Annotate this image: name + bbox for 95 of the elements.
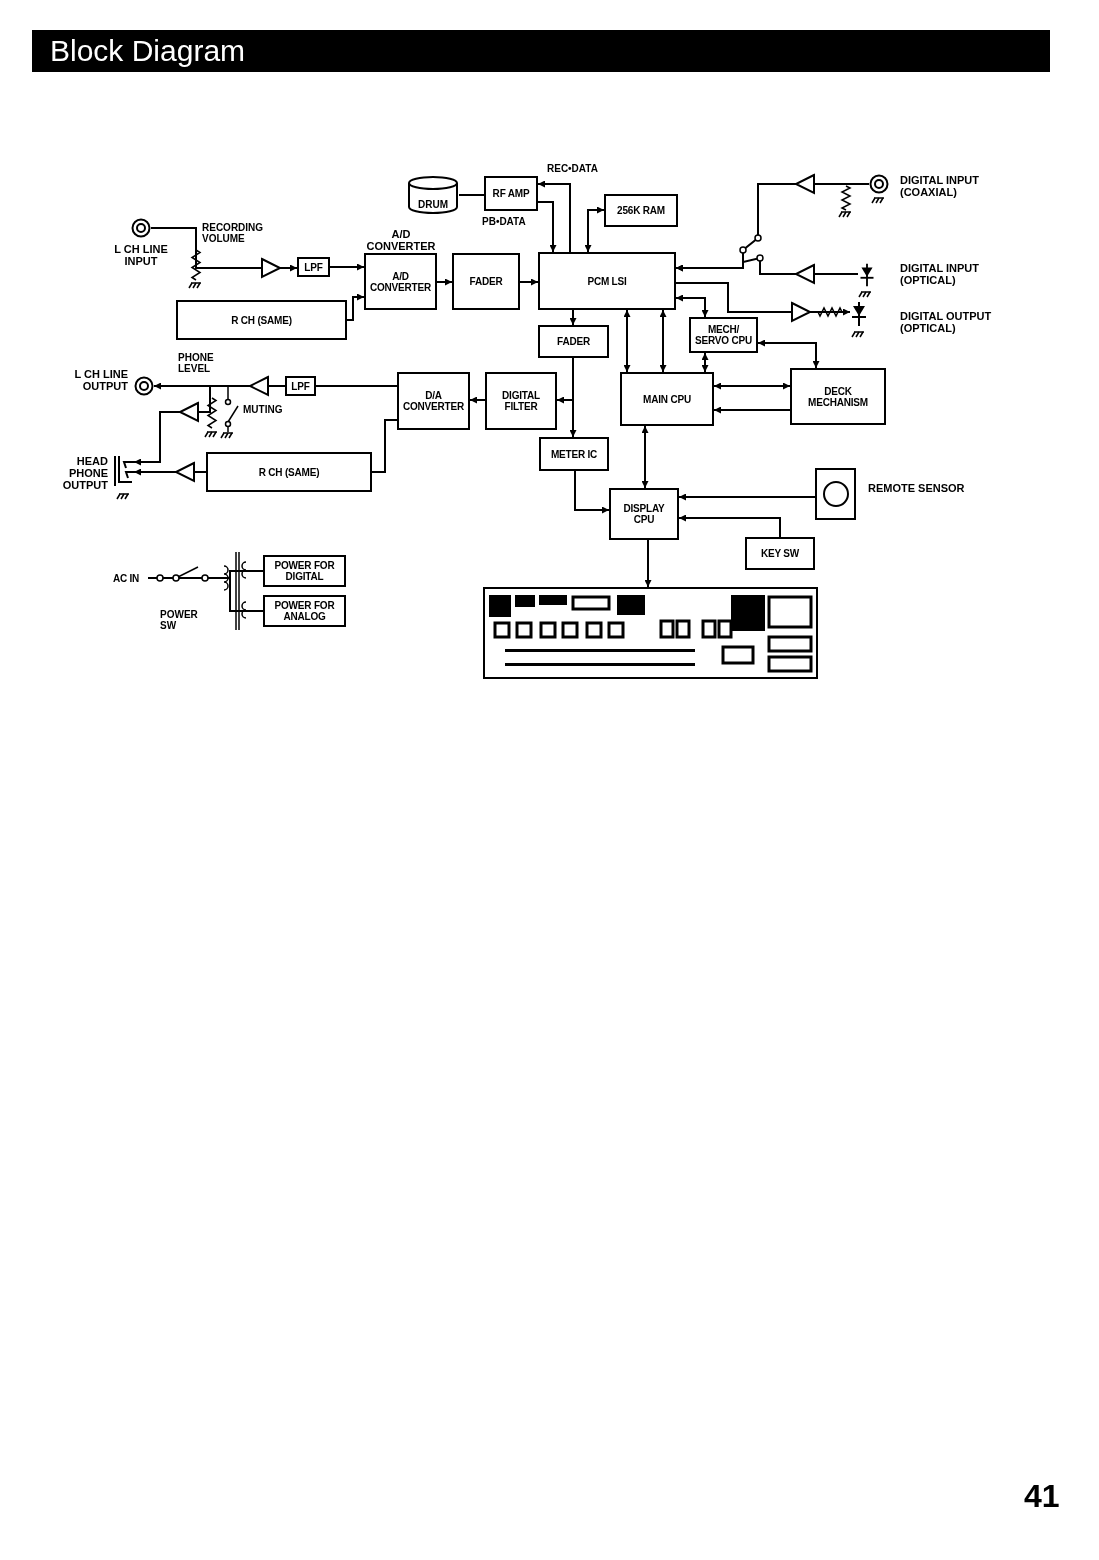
- connector-line: [713, 382, 791, 390]
- block-box: [538, 325, 609, 358]
- component-label: L CH LINE OUTPUT: [73, 368, 128, 392]
- block-box: [484, 176, 538, 211]
- box-label: A/D CONVERTER: [369, 270, 432, 293]
- connector-line: [519, 278, 539, 286]
- connector-line: [537, 180, 571, 253]
- block-box: [745, 537, 815, 570]
- annotation-label: PHONE LEVEL: [178, 352, 215, 374]
- box-label: FADER: [557, 336, 590, 347]
- box-label: DRUM: [418, 199, 448, 210]
- block-box: [604, 194, 678, 227]
- optical-diode-symbol: [858, 262, 876, 288]
- annotation-label: MUTING: [243, 404, 284, 415]
- connector-line: [436, 278, 453, 286]
- connector-line: [644, 539, 652, 588]
- drum-cylinder: [407, 174, 459, 214]
- block-box: [485, 372, 557, 430]
- block-box: [364, 253, 437, 310]
- component-label: REMOTE SENSOR: [868, 482, 966, 494]
- jack-symbol: [134, 376, 154, 396]
- connector-line: [569, 309, 577, 326]
- block-box: [620, 372, 714, 426]
- block-box: [206, 452, 372, 492]
- component-label: HEAD PHONE OUTPUT: [61, 455, 108, 491]
- jack-symbol: [131, 218, 151, 238]
- annotation-label: RECORDING VOLUME: [202, 222, 265, 244]
- box-label: PCM LSI: [587, 275, 627, 287]
- connector-line: [329, 263, 365, 271]
- connector-line: [623, 309, 631, 373]
- connector-line: [584, 206, 605, 253]
- block-box: [176, 300, 347, 340]
- title: Block Diagram: [32, 30, 1050, 72]
- box-label: 256K RAM: [617, 205, 665, 216]
- annotation-label: POWER SW: [160, 609, 199, 631]
- box-label: DECK MECHANISM: [807, 385, 869, 408]
- connector-line: [346, 293, 365, 321]
- connector-line: [675, 282, 851, 316]
- block-box: [790, 368, 886, 425]
- component-label: DIGITAL INPUT (COAXIAL): [900, 174, 981, 198]
- block-box: [397, 372, 470, 430]
- block-box: [538, 252, 676, 310]
- edge-label: PB•DATA: [481, 216, 527, 228]
- connector-line: [757, 339, 820, 369]
- box-label: POWER FOR ANALOG: [273, 600, 336, 622]
- connector-line: [574, 470, 610, 514]
- block-box: [609, 488, 679, 540]
- connector-line: [371, 419, 398, 473]
- box-label: MAIN CPU: [643, 393, 691, 405]
- block-box: [539, 437, 609, 471]
- connector-line: [678, 493, 816, 501]
- connector-line: [150, 227, 298, 272]
- box-label: METER IC: [550, 448, 598, 460]
- connector-line: [537, 201, 557, 253]
- box-label: DIGITAL FILTER: [501, 390, 541, 412]
- optical-diode-symbol: [850, 300, 868, 328]
- connector-line: [469, 396, 486, 404]
- connector-line: [133, 468, 207, 476]
- connector-line: [458, 194, 485, 196]
- edge-label: REC•DATA: [546, 163, 599, 175]
- box-label: POWER FOR DIGITAL: [273, 560, 336, 582]
- block-box: [263, 595, 346, 627]
- box-label: KEY SW: [760, 548, 800, 559]
- block-box: [452, 253, 520, 310]
- component-label: DIGITAL OUTPUT (OPTICAL): [900, 310, 993, 334]
- connector-line: [675, 256, 859, 275]
- connector-line: [315, 385, 398, 387]
- component-label: DIGITAL INPUT (OPTICAL): [900, 262, 981, 286]
- box-label: D/A CONVERTER: [402, 390, 465, 412]
- block-box: [689, 317, 758, 353]
- box-label: LPF: [291, 380, 310, 392]
- connector-line: [701, 352, 709, 373]
- box-label: LPF: [304, 261, 323, 273]
- connector-line: [641, 425, 649, 489]
- connector-line: [713, 406, 791, 414]
- box-label: R CH (SAME): [231, 314, 292, 326]
- block-box: [297, 257, 330, 277]
- sensor-box: [815, 468, 856, 520]
- jack-symbol: [869, 174, 889, 194]
- box-label: AC IN: [112, 572, 140, 584]
- box-label: DISPLAY CPU: [622, 503, 666, 525]
- block-box: [263, 555, 346, 587]
- box-label: R CH (SAME): [258, 466, 320, 478]
- page-number: 41: [1024, 1478, 1061, 1514]
- box-label: RF AMP: [492, 188, 530, 199]
- connector-line: [678, 514, 781, 538]
- box-label: FADER: [469, 276, 503, 287]
- connector-line: [659, 309, 667, 373]
- component-label: A/D CONVERTER: [365, 228, 437, 252]
- display-panel-drawing: [483, 587, 818, 679]
- connector-line: [675, 294, 709, 318]
- box-label: MECH/ SERVO CPU: [694, 324, 753, 346]
- component-label: L CH LINE INPUT: [113, 243, 169, 267]
- connector-line: [556, 357, 574, 404]
- block-box: [285, 376, 316, 396]
